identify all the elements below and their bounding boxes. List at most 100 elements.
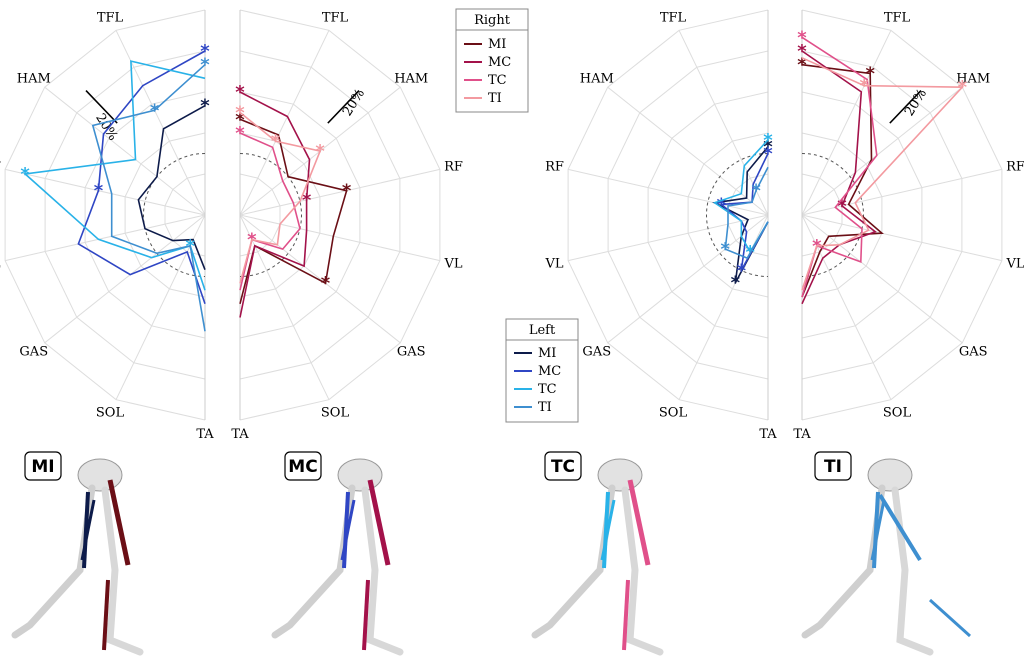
pelvis-bone	[337, 458, 383, 492]
axis-label-gas: GAS	[19, 345, 48, 360]
front-leg-bone	[891, 486, 934, 656]
axis-label-glu: GLU	[225, 0, 254, 4]
axis-label-rf: RF	[1006, 159, 1024, 174]
grid-spoke	[44, 86, 206, 216]
grid-ring	[801, 50, 963, 380]
muscle-right	[102, 579, 110, 651]
front-leg-bone	[621, 486, 664, 656]
axis-label-glu: GLU	[190, 0, 219, 4]
axis-label-tfl: TFL	[322, 11, 349, 26]
scale-bar	[889, 89, 922, 124]
muscle-left	[878, 493, 922, 562]
axis-label-rf: RF	[545, 159, 564, 174]
axis-label-sol: SOL	[883, 405, 912, 420]
series-marker-ti: *	[315, 141, 325, 162]
series-marker-ti: *	[721, 239, 731, 260]
pelvis-bone	[77, 458, 123, 492]
series-marker-mc: *	[717, 194, 727, 215]
legend-right-title: Right	[474, 13, 511, 28]
pose-ti: TI	[801, 451, 972, 656]
muscle-left	[870, 499, 886, 561]
muscle-left	[340, 499, 356, 561]
series-line-mi	[801, 63, 884, 298]
pelvis-bone	[597, 458, 643, 492]
muscle-left	[80, 499, 96, 561]
scale-bar	[327, 89, 360, 124]
scale-bar	[85, 89, 118, 124]
axis-label-glu: GLU	[787, 0, 816, 4]
axis-label-ta: TA	[231, 427, 249, 442]
grid-spoke	[607, 86, 769, 216]
legend-right-label-0: MI	[488, 37, 506, 52]
pose-label: MI	[31, 457, 54, 477]
grid-spoke	[239, 214, 401, 344]
legend-left-label-0: MI	[538, 346, 556, 361]
reference-arc	[801, 153, 864, 277]
series-marker-ti: *	[958, 77, 968, 98]
grid-ring	[164, 173, 206, 257]
axis-label-vl: VL	[1005, 257, 1024, 272]
series-line-ti	[724, 166, 769, 260]
axis-label-rf: RF	[0, 159, 1, 174]
series-marker-mi: *	[797, 55, 807, 76]
series-marker-mi: *	[200, 96, 210, 117]
grid-ring	[44, 50, 206, 380]
back-leg-bone	[531, 484, 616, 639]
grid-spoke	[801, 214, 1002, 262]
axis-label-ta: TA	[759, 427, 777, 442]
axis-label-gas: GAS	[582, 345, 611, 360]
scale-label: 20%	[902, 86, 930, 118]
pose-label-box	[544, 451, 582, 481]
axis-label-ham: HAM	[394, 71, 428, 86]
grid-spoke	[801, 214, 963, 344]
grid-spoke	[801, 168, 1002, 216]
grid-ring	[801, 132, 883, 298]
muscle-left	[602, 491, 610, 569]
grid-ring	[567, 9, 769, 421]
legend-right-label-3: TI	[488, 91, 502, 106]
grid-spoke	[568, 168, 769, 216]
axis-label-tfl: TFL	[97, 11, 124, 26]
axis-label-ta: TA	[196, 427, 214, 442]
grid-spoke	[239, 168, 440, 216]
axis-label-glu: GLU	[753, 0, 782, 4]
muscle-left	[342, 491, 350, 569]
grid-ring	[801, 91, 923, 339]
series-line-mi	[137, 105, 206, 270]
front-leg-bone	[101, 486, 144, 656]
legend-left: Left MI MC TC TI	[505, 318, 579, 423]
grid-ring	[84, 91, 206, 339]
series-marker-tc: *	[235, 123, 245, 144]
pose-label-box	[24, 451, 62, 481]
muscle-right	[367, 479, 391, 566]
legend-right-label-1: MC	[488, 55, 511, 70]
series-marker-tc: *	[797, 27, 807, 48]
grid-spoke	[5, 214, 206, 262]
series-line-ti	[239, 111, 322, 284]
pose-label-box	[284, 451, 322, 481]
muscle-right	[107, 479, 131, 566]
radar-chart-left-1: GLUTFLHAMRFVLGASSOLTA20%*******	[0, 0, 220, 442]
series-marker-mi: *	[342, 181, 352, 202]
grid-ring	[124, 132, 206, 298]
back-leg-bone	[801, 484, 886, 639]
reference-arc	[239, 153, 302, 277]
series-marker-mc: *	[797, 41, 807, 62]
series-marker-mc: *	[737, 260, 747, 281]
pose-mc: MC	[271, 451, 404, 656]
back-leg-bone	[271, 484, 356, 639]
legend-left-title: Left	[529, 323, 556, 338]
series-marker-ti: *	[200, 55, 210, 76]
grid-spoke	[5, 168, 206, 216]
grid-ring	[687, 132, 769, 298]
series-line-mc	[719, 153, 769, 271]
radar-chart-left-2: GLUTFLHAMRFVLGASSOLTA*********	[544, 0, 782, 442]
muscle-left	[600, 499, 616, 561]
legend-left-label-1: MC	[538, 364, 561, 379]
muscle-right	[627, 479, 651, 566]
pose-mi: MI	[11, 451, 144, 656]
series-marker-mc: *	[302, 190, 312, 211]
axis-label-gas: GAS	[397, 345, 426, 360]
grid-ring	[239, 50, 401, 380]
